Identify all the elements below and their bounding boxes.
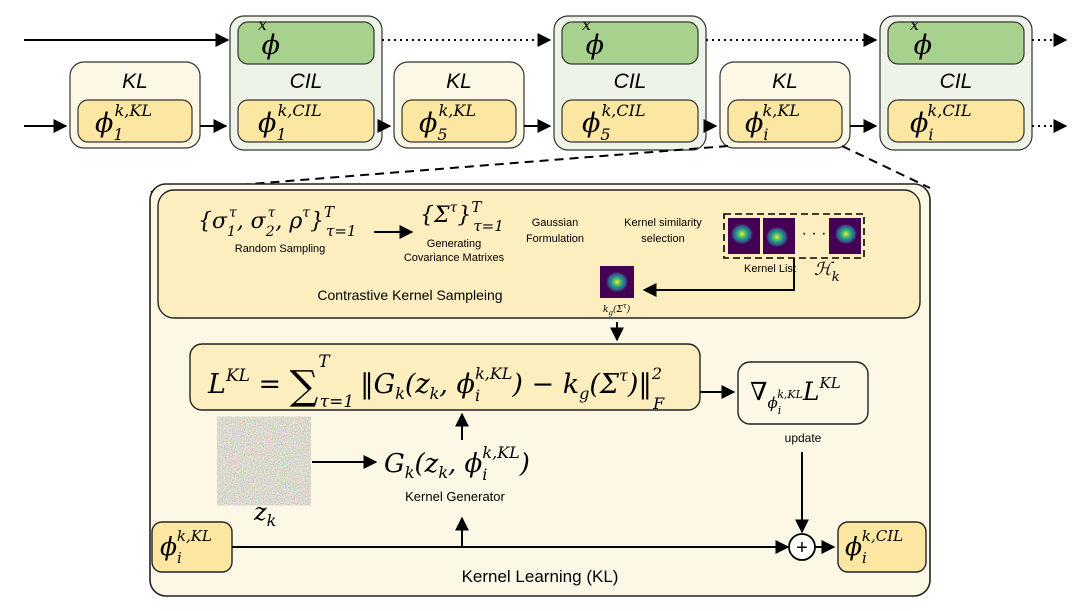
random-sampling-label: Random Sampling <box>235 243 326 255</box>
gradient-expr: ∇ϕik,KLLKL <box>750 374 841 417</box>
cil-label: CIL <box>290 70 323 93</box>
kl-block-5: KL ϕ5k,KL <box>393 61 525 149</box>
phi-1p-x: ϕx <box>258 15 280 61</box>
generator-label: Kernel Generator <box>405 489 505 504</box>
kernel-learning-title: Kernel Learning (KL) <box>462 567 619 586</box>
phi-5-cil: ϕ5k,CIL <box>582 101 646 144</box>
hk-symbol: ℋk <box>814 259 840 285</box>
phi-5p-x: ϕx <box>582 15 604 61</box>
cil-block-1: ϕx CIL ϕ1k,CIL <box>229 15 383 151</box>
kernel-list-label: Kernel List <box>744 263 796 275</box>
update-label: update <box>785 431 822 445</box>
kl-block-i: KL ϕik,KL <box>719 61 851 149</box>
loss-box <box>189 343 701 411</box>
generating-label: Generating <box>427 238 481 250</box>
svg-text:CIL: CIL <box>614 70 647 93</box>
svg-text:CIL: CIL <box>940 70 973 93</box>
gradient-box <box>737 361 869 425</box>
kernel-list: · · · <box>723 213 865 259</box>
phi-output: ϕik,CIL <box>845 527 903 567</box>
selection-label: selection <box>641 233 684 245</box>
kg-sigma-label: kg(Στ) <box>603 302 631 317</box>
phi-i-kl: ϕik,KL <box>745 101 800 144</box>
svg-text:KL: KL <box>446 70 472 93</box>
phi-output-box <box>837 521 927 573</box>
phi-i-cil: ϕik,CIL <box>910 101 972 144</box>
cil-block-5: ϕx CIL ϕ5k,CIL <box>553 15 707 151</box>
phi-1-cil: ϕ1k,CIL <box>258 101 322 144</box>
formulation-label: Formulation <box>526 233 584 245</box>
cil-block-i: ϕx CIL ϕik,CIL <box>879 15 1033 151</box>
covariance-label: Covariance Matrixes <box>404 252 505 264</box>
phi-1-kl: ϕ1k,KL <box>95 101 152 144</box>
phi-ip-x: ϕx <box>910 15 932 61</box>
phi-input: ϕik,KL <box>160 527 212 567</box>
zk-label: zk <box>253 498 276 530</box>
kernel-similarity-label: Kernel similarity <box>624 217 702 229</box>
generator-expr: Gk(zk, ϕik,KL) <box>384 443 530 484</box>
kl-block-1: KL ϕ1k,KL <box>69 61 201 149</box>
contrastive-title: Contrastive Kernel Sampleing <box>317 287 502 303</box>
svg-text:KL: KL <box>772 70 798 93</box>
zoom-line-right <box>841 145 931 189</box>
svg-text:+: + <box>796 537 808 559</box>
svg-text:· · ·: · · · <box>802 225 827 242</box>
phi-5-kl: ϕ5k,KL <box>419 101 476 144</box>
kl-label: KL <box>122 70 148 93</box>
noise-image <box>225 424 303 498</box>
gaussian-label: Gaussian <box>532 217 578 229</box>
